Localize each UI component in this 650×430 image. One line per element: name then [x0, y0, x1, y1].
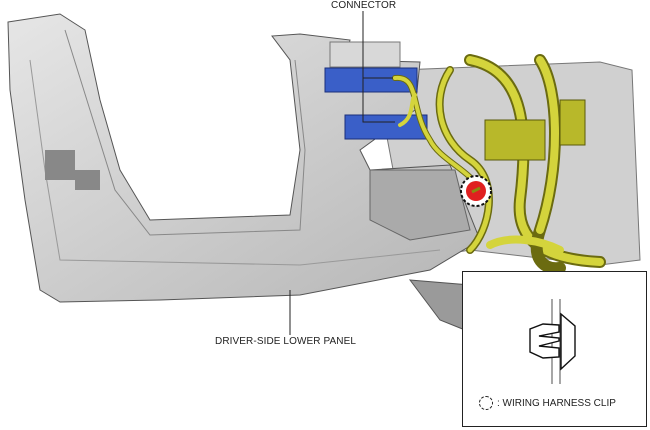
- leader-lines: [289, 11, 395, 335]
- legend: : WIRING HARNESS CLIP: [479, 396, 616, 410]
- lower-panel-label: DRIVER-SIDE LOWER PANEL: [215, 336, 357, 347]
- wiring-harness-clip: [460, 175, 492, 207]
- clip-detail-drawing: [529, 299, 576, 384]
- legend-clip-label: : WIRING HARNESS CLIP: [497, 397, 616, 409]
- lower-connector: [344, 114, 428, 140]
- clip-detail-inset: : WIRING HARNESS CLIP: [462, 271, 647, 427]
- connector-label: CONNECTOR: [331, 0, 397, 11]
- dashed-circle-icon: [479, 396, 493, 410]
- wiring-harness: [392, 54, 606, 275]
